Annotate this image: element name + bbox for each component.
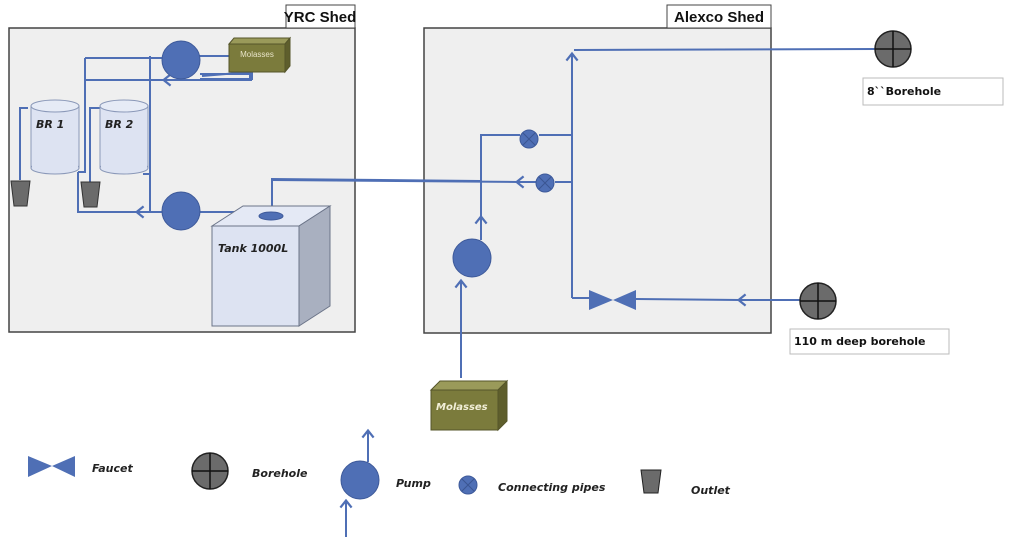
legend-label-connecting-pipes: Connecting pipes (498, 481, 606, 494)
legend-item-outlet: Outlet (640, 469, 731, 497)
outlet-icon (640, 469, 662, 494)
legend-item-borehole: Borehole (191, 452, 308, 490)
connecting-pipe-icon (458, 475, 478, 495)
borehole-110m-label: 110 m deep borehole (794, 335, 926, 348)
faucet-icon (52, 456, 75, 477)
bioreactor-1: BR 1 (30, 99, 80, 175)
borehole-icon (799, 282, 837, 320)
borehole-8in-label-box (862, 77, 1004, 106)
pump-icon (161, 40, 201, 80)
faucet-icon (613, 290, 636, 310)
borehole-icon (191, 452, 229, 490)
alexco-shed-title-box (666, 4, 772, 29)
connecting-pipe-icon (535, 173, 555, 193)
outlet-icon (10, 180, 31, 207)
molasses-container-alexco: Molasses (429, 379, 509, 432)
legend-label-pump: Pump (396, 477, 431, 490)
tank-label: Tank 1000L (218, 242, 288, 255)
molasses-container-yrc: Molasses (201, 36, 292, 78)
yrc-pipes (19, 55, 481, 219)
bioreactor-1-label: BR 1 (36, 118, 64, 131)
pump-icon (161, 191, 201, 231)
legend-item-pump: Pump (339, 428, 431, 537)
alexco-shed-title: Alexco Shed (674, 9, 764, 26)
legend: Faucet Borehole Pump Connecting pipes Ou… (28, 428, 731, 537)
connecting-pipe-icon (519, 129, 539, 149)
borehole-110m-label-box (789, 328, 950, 355)
yrc-shed-title-box (285, 4, 356, 29)
outlet-icon (80, 181, 101, 208)
pump-icon (452, 238, 492, 278)
yrc-shed-title: YRC Shed (284, 9, 357, 26)
faucet-icon (589, 290, 613, 310)
faucet-icon (28, 456, 52, 477)
legend-item-connecting-pipes: Connecting pipes (458, 475, 606, 495)
tank-1000l: Tank 1000L (210, 205, 332, 327)
borehole-8in-label: 8``Borehole (867, 85, 941, 98)
molasses-alexco-label: Molasses (436, 402, 488, 413)
bioreactor-2-label: BR 2 (105, 118, 134, 131)
legend-label-outlet: Outlet (691, 484, 731, 497)
pump-icon (340, 460, 380, 500)
borehole-icon (874, 30, 912, 68)
alexco-shed: Alexco Shed (423, 4, 772, 334)
bioreactor-2: BR 2 (99, 99, 149, 175)
legend-item-faucet: Faucet (28, 456, 133, 477)
molasses-yrc-label: Molasses (240, 50, 274, 59)
legend-label-borehole: Borehole (252, 467, 308, 480)
legend-label-faucet: Faucet (92, 462, 133, 475)
